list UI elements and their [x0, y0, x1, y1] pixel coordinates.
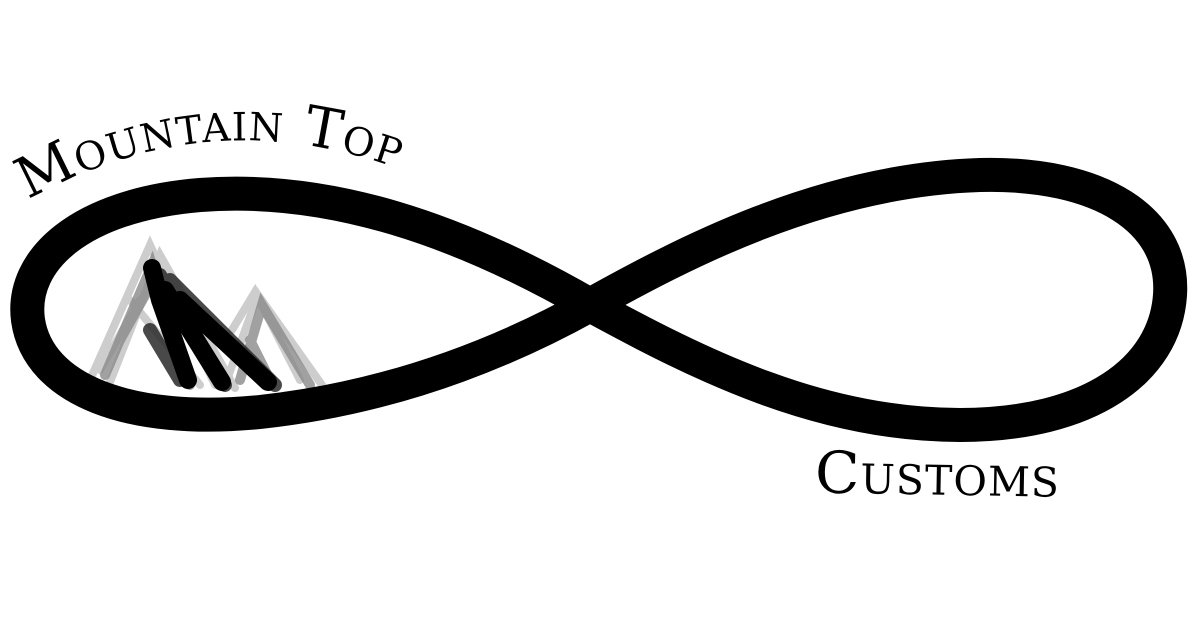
logo-bottom-text: Customs — [815, 438, 1061, 510]
infinity-mark — [10, 157, 1188, 442]
mountain-illustration — [86, 235, 326, 392]
